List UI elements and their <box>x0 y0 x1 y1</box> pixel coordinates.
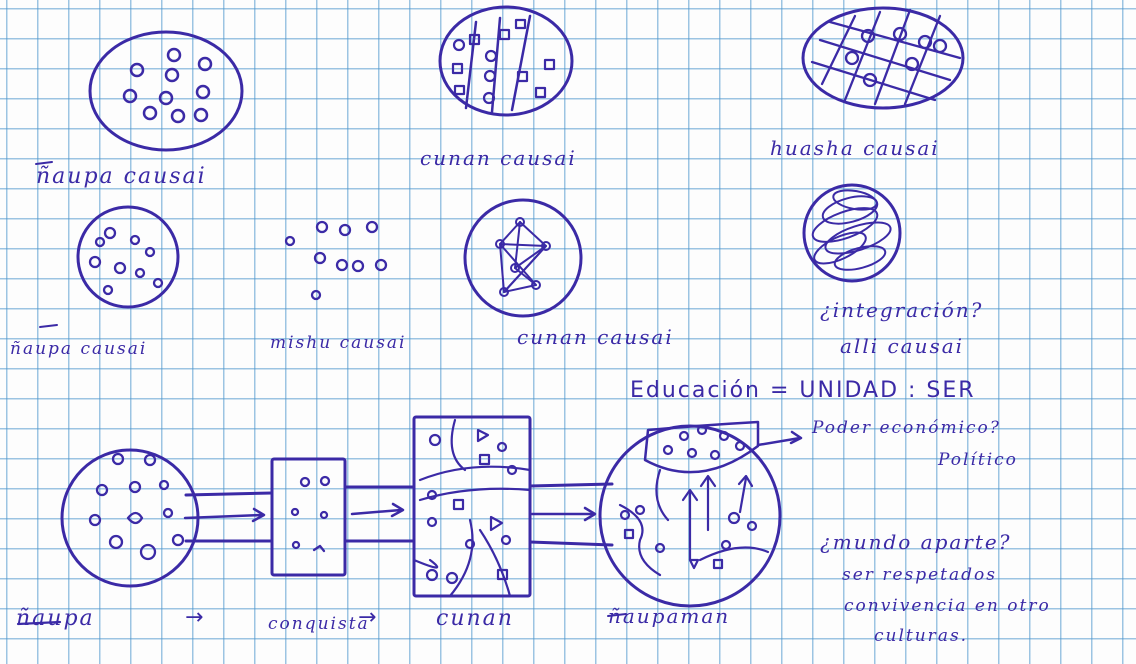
naupa-causai-small-circle <box>78 207 178 307</box>
naupaman-stage-circle <box>600 422 801 606</box>
alli-causai-circle <box>804 185 900 281</box>
label-cunan-causai-top: cunan causai <box>420 146 577 170</box>
label-integracion: ¿integración? <box>820 298 983 322</box>
label-mishu-causai: mishu causai <box>270 333 406 353</box>
label-ser-respetados: ser respetados <box>842 565 997 585</box>
label-cunan-causai-middle: cunan causai <box>517 325 674 349</box>
label-huasha-causai: huasha causai <box>770 136 940 160</box>
arrow-naupa-to-conquista: → <box>185 605 205 630</box>
cunan-causai-circle <box>440 7 572 115</box>
label-politico: Político <box>938 450 1018 470</box>
label-naupaman: ñaupaman <box>608 604 730 628</box>
label-naupa-causai-top: ñaupa causai <box>36 164 207 189</box>
label-mundo-aparte: ¿mundo aparte? <box>820 530 1011 554</box>
naupa-causai-circle <box>90 32 242 150</box>
label-naupa: ñaupa <box>16 606 95 631</box>
huasha-causai-circle <box>803 8 963 108</box>
cunan-causai-network-circle <box>465 200 581 316</box>
cunan-stage-box <box>414 417 530 596</box>
label-conquista: conquista <box>268 614 370 634</box>
label-convivencia: convivencia en otro <box>844 596 1051 616</box>
mishu-causai-dots <box>286 222 386 299</box>
label-educacion-unidad-ser: Educación = UNIDAD : SER <box>630 378 976 403</box>
naupa-stage-circle <box>62 450 198 586</box>
label-culturas: culturas. <box>874 626 968 646</box>
arrow-conquista-to-cunan: → <box>358 605 378 630</box>
label-naupa-causai-middle: ñaupa causai <box>10 339 147 359</box>
label-cunan: cunan <box>436 606 514 631</box>
conquista-stage-box <box>272 459 345 575</box>
label-alli-causai: alli causai <box>840 334 964 358</box>
label-poder-economico: Poder económico? <box>812 418 1001 438</box>
